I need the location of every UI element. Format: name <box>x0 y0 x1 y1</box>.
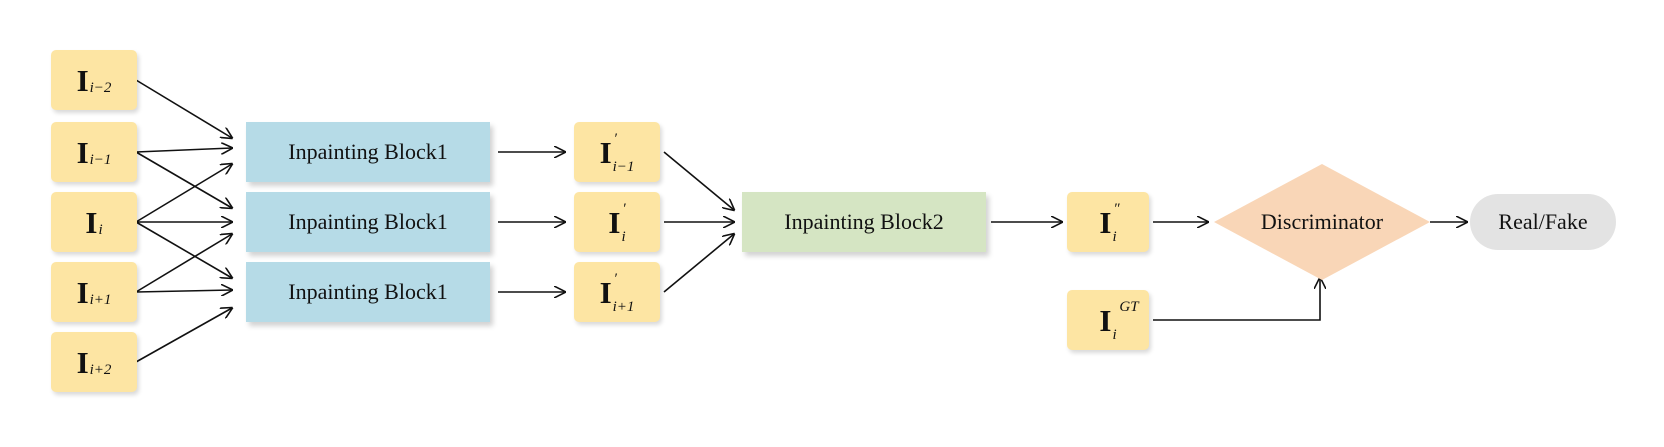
arrow-in3-b1c <box>135 290 232 292</box>
block-label: Inpainting Block1 <box>288 139 448 164</box>
arrow-in4-b1c <box>135 308 232 363</box>
frame-subscript: i <box>1112 326 1117 343</box>
arrow-in2-b1c <box>135 221 232 278</box>
inpainting-block2: Inpainting Block2 <box>742 192 986 252</box>
inpainting-block1-middle: Inpainting Block1 <box>246 192 490 252</box>
frame-subscript: i <box>98 221 103 238</box>
frame-symbol: I <box>1099 302 1112 338</box>
result-label: Real/Fake <box>1498 209 1588 234</box>
arrow-in2-b1a <box>135 164 232 223</box>
intermediate-frame-i-1: I′ i−1 <box>574 122 660 182</box>
block-label: Inpainting Block2 <box>784 209 944 234</box>
arrow-mid0-b2 <box>663 151 734 210</box>
discriminator-label: Discriminator <box>1260 209 1384 234</box>
frame-subscript: i−1 <box>89 151 112 168</box>
frame-symbol: I <box>76 274 89 310</box>
frame-symbol: I <box>1099 204 1112 240</box>
arrow-mid2-b2 <box>663 234 734 293</box>
arrow-in0-b1a <box>135 79 232 138</box>
frame-symbol: I <box>599 134 612 170</box>
frame-prime: ′ <box>622 200 626 217</box>
frame-subscript: i+1 <box>89 291 112 308</box>
frame-subscript: i−1 <box>612 158 635 175</box>
intermediate-frame-i+1: I′ i+1 <box>574 262 660 322</box>
frame-double-prime: ″ <box>1113 200 1120 217</box>
arrow-in1-b1a <box>135 148 232 152</box>
arrow-in1-b1b <box>135 151 232 208</box>
arrow-in3-b1b <box>135 234 232 293</box>
frame-subscript: i−2 <box>89 79 112 96</box>
discriminator-diamond <box>1214 164 1430 280</box>
frame-subscript: i+1 <box>612 298 635 315</box>
frame-subscript: i <box>621 228 626 245</box>
frame-superscript: GT <box>1119 298 1139 315</box>
inpainting-block1-top: Inpainting Block1 <box>246 122 490 182</box>
frame-subscript: i+2 <box>89 361 112 378</box>
real-fake-output: Real/Fake <box>1470 194 1616 250</box>
intermediate-frame-i: I′ i <box>574 192 660 252</box>
frame-symbol: I <box>85 204 98 240</box>
frame-symbol: I <box>76 134 89 170</box>
block-label: Inpainting Block1 <box>288 279 448 304</box>
inpainting-block1-bottom: Inpainting Block1 <box>246 262 490 322</box>
discriminator: Discriminator <box>1214 200 1430 244</box>
frame-symbol: I <box>599 274 612 310</box>
output-frame: I″ i <box>1067 192 1149 252</box>
frame-prime: ′ <box>613 130 617 147</box>
block-label: Inpainting Block1 <box>288 209 448 234</box>
frame-symbol: I <box>76 62 89 98</box>
arrow-gt-disc <box>1153 278 1320 321</box>
frame-symbol: I <box>76 344 89 380</box>
frame-prime: ′ <box>613 270 617 287</box>
frame-subscript: i <box>1112 228 1117 245</box>
frame-symbol: I <box>608 204 621 240</box>
